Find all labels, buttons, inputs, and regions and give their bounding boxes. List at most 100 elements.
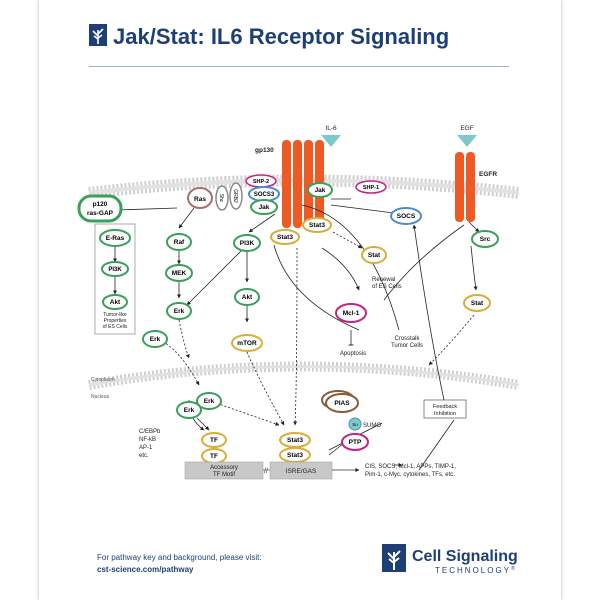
grb2-node: GRB2 [229,182,243,210]
svg-text:Akt: Akt [110,299,121,306]
gp130-label: gp130 [255,147,274,154]
isre-label: ISRE/GAS [286,468,317,475]
src-node: Src [471,230,499,248]
brand-sub-text: TECHNOLOGY [435,566,512,575]
egfr-receptor [455,152,475,222]
akt-node: Akt [234,288,260,306]
svg-text:of ES Cells: of ES Cells [103,324,128,330]
svg-text:Crosstalk: Crosstalk [394,336,420,342]
egf-label: EGF [460,125,473,132]
svg-text:PTP: PTP [349,439,362,446]
sumo-node: Su [348,417,362,431]
socs3-node: SOCS3 [248,186,280,202]
raf-node: Raf [166,233,192,251]
title-divider [89,66,509,67]
svg-text:Tumor Cells: Tumor Cells [391,343,423,349]
svg-text:TF Motif: TF Motif [213,472,235,478]
svg-text:Raf: Raf [174,239,185,246]
page-title: Jak/Stat: IL6 Receptor Signaling [113,24,450,49]
svg-text:Erk: Erk [174,308,185,315]
tf-node-1: TF [201,432,227,448]
svg-text:PI3K: PI3K [240,240,255,247]
svg-text:Stat: Stat [368,252,381,259]
nuclear-membrane [88,361,520,390]
svg-text:C/EBPb: C/EBPb [139,429,161,435]
footer: For pathway key and background, please v… [97,552,262,576]
erk-nuclear-node-1: Erk [196,392,222,410]
pathway-poster: Jak/Stat: IL6 Receptor Signaling Cytopla… [39,0,561,600]
nucleus-label: Nucleus [91,394,110,400]
mcl1-node: Mcl-1 [335,303,367,323]
shp2-node: SHP-2 [245,174,277,188]
apoptosis-label: Apoptosis [340,351,366,357]
mek-node: MEK [165,264,193,282]
svg-text:PI3K: PI3K [108,267,122,273]
targets-line-2: Pim-1, c-Myc, cytokines, TFs, etc. [365,472,455,478]
stat-node: Stat [361,246,387,264]
erk-node-1: Erk [166,302,192,320]
svg-text:Jak: Jak [259,204,270,211]
svg-text:SHP-2: SHP-2 [253,179,269,185]
stat3-node-right: Stat3 [302,217,332,233]
pias-node: PIAS [321,390,359,413]
jak-node-right: Jak [307,182,333,198]
socs-node: SOCS [390,207,422,225]
brand-name: Cell Signaling [412,548,518,565]
svg-text:Stat3: Stat3 [309,222,325,229]
svg-text:Akt: Akt [242,294,253,301]
mtor-node: mTOR [231,334,263,352]
svg-text:TF: TF [210,437,218,444]
svg-text:Su: Su [352,422,358,427]
svg-text:of ES Cells: of ES Cells [372,284,402,290]
svg-text:ras-GAP: ras-GAP [87,210,114,217]
svg-text:Stat3: Stat3 [287,437,303,444]
tumorlike-box [94,223,136,335]
feedback-box [423,399,467,419]
stat3-node-left: Stat3 [270,229,300,245]
egf-ligand-icon [457,135,477,147]
svg-text:Erk: Erk [184,407,195,414]
svg-text:Shc: Shc [218,194,224,203]
svg-text:SHP-1: SHP-1 [363,185,379,191]
shc-node: Shc [215,185,229,211]
dna-strand: // [184,461,360,480]
brand-mark: ® [511,566,515,572]
svg-text:Mcl-1: Mcl-1 [343,310,360,317]
svg-text:Ras: Ras [194,196,206,203]
svg-text:Src: Src [480,236,491,243]
stat3-nuclear-node-2: Stat3 [279,447,311,463]
svg-text:Stat3: Stat3 [277,234,293,241]
svg-text:PIAS: PIAS [334,400,350,407]
pi3k-left-node: PI3K [101,261,129,277]
pathway-connectors [116,198,480,471]
sumo-label: SUMO [363,423,381,429]
svg-text:MEK: MEK [172,270,187,277]
svg-text:Properties: Properties [104,318,127,324]
svg-text:AP-1: AP-1 [139,445,153,451]
footer-note: For pathway key and background, please v… [97,553,262,562]
svg-text:Tumor-like: Tumor-like [103,312,127,318]
svg-text:E-Ras: E-Ras [106,235,125,242]
p120-rasgap-node: p120 ras-GAP [77,194,123,223]
ptp-node: PTP [341,433,369,451]
svg-text:GRB2: GRB2 [232,189,238,203]
egfr-label: EGFR [479,171,497,178]
eras-node: E-Ras [99,229,131,247]
stat-egfr-node: Stat [463,294,491,312]
svg-text:Inhibition: Inhibition [434,411,456,417]
brand-subtitle: TECHNOLOGY® [435,566,515,575]
il6-label: IL-6 [325,125,337,132]
tf-node-2: TF [201,448,227,464]
shp1-node: SHP-1 [355,180,387,194]
akt-left-node: Akt [102,294,128,310]
header: Jak/Stat: IL6 Receptor Signaling [39,0,561,70]
svg-text:Stat3: Stat3 [287,452,303,459]
pi3k-node: PI3K [233,234,261,252]
svg-text://: // [264,468,268,475]
pathway-diagram: Cytoplasm Nucleus IL-6 EGF gp130 EGFR [77,125,520,480]
svg-text:mTOR: mTOR [237,340,257,347]
jak-node-left: Jak [250,199,278,215]
svg-text:Erk: Erk [150,336,161,343]
footer-link[interactable]: cst-science.com/pathway [97,565,194,574]
svg-text:NF-kB: NF-kB [139,437,156,443]
